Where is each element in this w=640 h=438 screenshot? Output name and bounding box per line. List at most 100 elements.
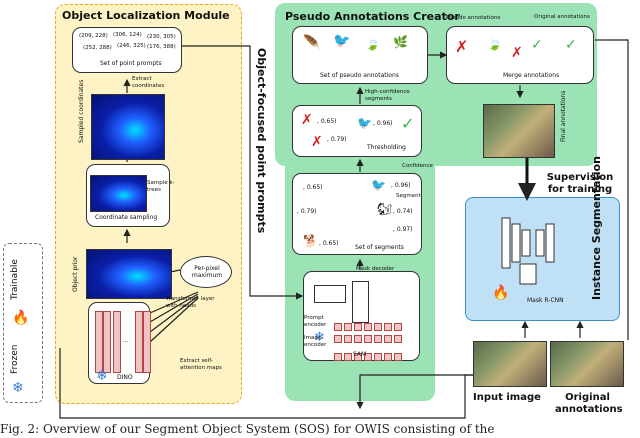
point-prompts-label: Set of point prompts <box>100 60 162 67</box>
pseudo-ann-label: Pseudo annotations <box>446 15 501 21</box>
conf-value: , 0.65) <box>317 118 337 125</box>
pseudo-set-label: Set of pseudo annotations <box>320 72 399 79</box>
legend-trainable: Trainable <box>10 259 20 300</box>
flame-icon: 🔥 <box>12 310 30 326</box>
prompt-encoder-block <box>314 285 346 303</box>
conf-value: , 0.96) <box>373 120 393 127</box>
supervision-label: Supervision for training <box>546 172 614 195</box>
segment-value: , 0.79) <box>297 208 317 215</box>
coord-sampling-label: Coordinate sampling <box>95 214 158 221</box>
confidence-label: Confidence <box>402 163 433 169</box>
olm-title: Object Localization Module <box>62 9 230 22</box>
segment-value: , 0.97) <box>393 226 413 233</box>
snowflake-icon: ❄ <box>314 330 325 345</box>
dog-segment-icon: 🐕 <box>303 234 318 248</box>
final-annotations-image <box>483 104 555 158</box>
bird-segment-icon: 🪶 <box>303 35 321 51</box>
prompt-coord: (209, 228) <box>79 33 108 39</box>
sam-label: SAM <box>353 351 367 358</box>
point-prompts-box: (209, 228) (306, 124) (230, 305) (252, 2… <box>72 27 182 73</box>
flame-icon: 🔥 <box>492 285 510 301</box>
dino-layer <box>95 311 103 373</box>
figure-caption: Fig. 2: Overview of our Segment Object S… <box>0 422 495 436</box>
cross-icon: ✗ <box>455 37 469 56</box>
mask-rcnn-label: Mask R-CNN <box>527 297 564 304</box>
dino-label: DINO <box>117 374 133 381</box>
segment-value: , 0.74) <box>393 208 413 215</box>
conf-value: , 0.79) <box>327 136 347 143</box>
legend-frozen: Frozen <box>10 344 20 375</box>
pac-title: Pseudo Annotations Creator <box>285 10 460 23</box>
sampled-coords-label: Sampled coordinates <box>78 79 85 143</box>
prompt-coord: (306, 124) <box>113 32 142 38</box>
prompt-coord: (230, 305) <box>147 34 176 40</box>
check-icon: ✓ <box>401 114 415 133</box>
sam-box: ... ❄ <box>303 271 420 361</box>
cross-icon: ✗ <box>511 45 523 61</box>
dino-layer <box>143 311 151 373</box>
extract-coords-label: Extract coordinates <box>132 76 165 89</box>
mask-decoder-label: Mask decoder <box>356 266 395 272</box>
sample-ktrees-label: Sample k-trees <box>147 180 175 193</box>
dino-dots: ... <box>123 337 129 344</box>
object-focused-prompts-label: Object-focused point prompts <box>255 48 268 234</box>
dino-layer <box>103 311 111 373</box>
dino-layer <box>135 311 143 373</box>
prompt-coord: (176, 388) <box>147 44 176 50</box>
cross-icon: ✗ <box>301 112 313 128</box>
coordinate-sampling-box: Coordinate sampling <box>86 164 170 227</box>
high-conf-label: High-confidence segments <box>365 89 410 102</box>
check-icon: ✓ <box>565 37 577 53</box>
sampling-heatmap <box>90 175 147 212</box>
squirrel-segment-icon: 🐿 <box>377 202 393 216</box>
input-image <box>473 341 547 387</box>
instance-segmentation-panel <box>465 197 620 321</box>
bird-segment-icon: 🐦 <box>357 116 372 130</box>
orig-ann-label: Original annotations <box>534 14 590 20</box>
per-pixel-max-label: Per-pixel maximum <box>191 265 223 279</box>
leaf-segment-icon: 🍃 <box>487 37 502 51</box>
object-prior-label: Object prior <box>72 256 79 292</box>
image-encoder-label: Image encoder <box>304 335 327 348</box>
sampled-coords-heatmap <box>91 94 165 160</box>
snowflake-icon: ❄ <box>96 368 108 384</box>
sam-dots: ... <box>356 338 362 345</box>
transformer-layer-label: Transformer layer with heads <box>166 296 215 309</box>
thresholding-label: Thresholding <box>367 144 406 151</box>
original-annotations-image <box>550 341 624 387</box>
segment-value: , 0.96) <box>391 182 411 189</box>
pseudo-set-box: 🪶 🐦 🍃 🌿 Set of pseudo annotations <box>292 26 428 84</box>
instance-seg-title: Instance Segmentation <box>590 156 603 300</box>
merge-box: ✗ 🍃 ✗ ✓ ✓ Merge annotations <box>446 26 594 84</box>
dino-box: ... DINO <box>88 302 151 384</box>
segment-value: , 0.65) <box>319 240 339 247</box>
prompt-coord: (246, 325) <box>117 43 146 49</box>
extract-attn-label: Extract self-attention maps <box>180 358 222 371</box>
final-ann-label: Final annotations <box>560 90 567 142</box>
prompt-encoder-label: Prompt encoder <box>304 315 327 328</box>
original-annotations-label: Original annotations <box>555 392 623 415</box>
check-icon: ✓ <box>531 37 543 53</box>
mask-decoder-block <box>352 281 369 323</box>
input-image-label: Input image <box>473 392 541 403</box>
image-encoder-row <box>334 316 404 335</box>
object-prior-heatmap <box>86 249 172 299</box>
branch-segment-icon: 🌿 <box>393 35 408 49</box>
segment-value: , 0.65) <box>303 184 323 191</box>
legend-box <box>3 243 43 403</box>
dino-layer <box>113 311 121 373</box>
bird-segment-icon: 🐦 <box>333 33 351 49</box>
image-encoder-row <box>334 346 404 365</box>
segment-label: Segment <box>396 193 421 199</box>
snowflake-icon: ❄ <box>12 380 24 396</box>
leaf-segment-icon: 🍃 <box>365 37 380 51</box>
prompt-coord: (252, 288) <box>83 45 112 51</box>
mask-rcnn-diagram <box>480 210 575 305</box>
merge-label: Merge annotations <box>503 72 560 79</box>
segments-label: Set of segments <box>355 244 404 251</box>
segments-box: , 0.65) 🐦 , 0.96) , 0.79) 🐿 , 0.74) , 0.… <box>292 173 422 255</box>
image-encoder-row <box>334 328 404 347</box>
bird-segment-icon: 🐦 <box>371 178 386 192</box>
cross-icon: ✗ <box>311 134 323 150</box>
